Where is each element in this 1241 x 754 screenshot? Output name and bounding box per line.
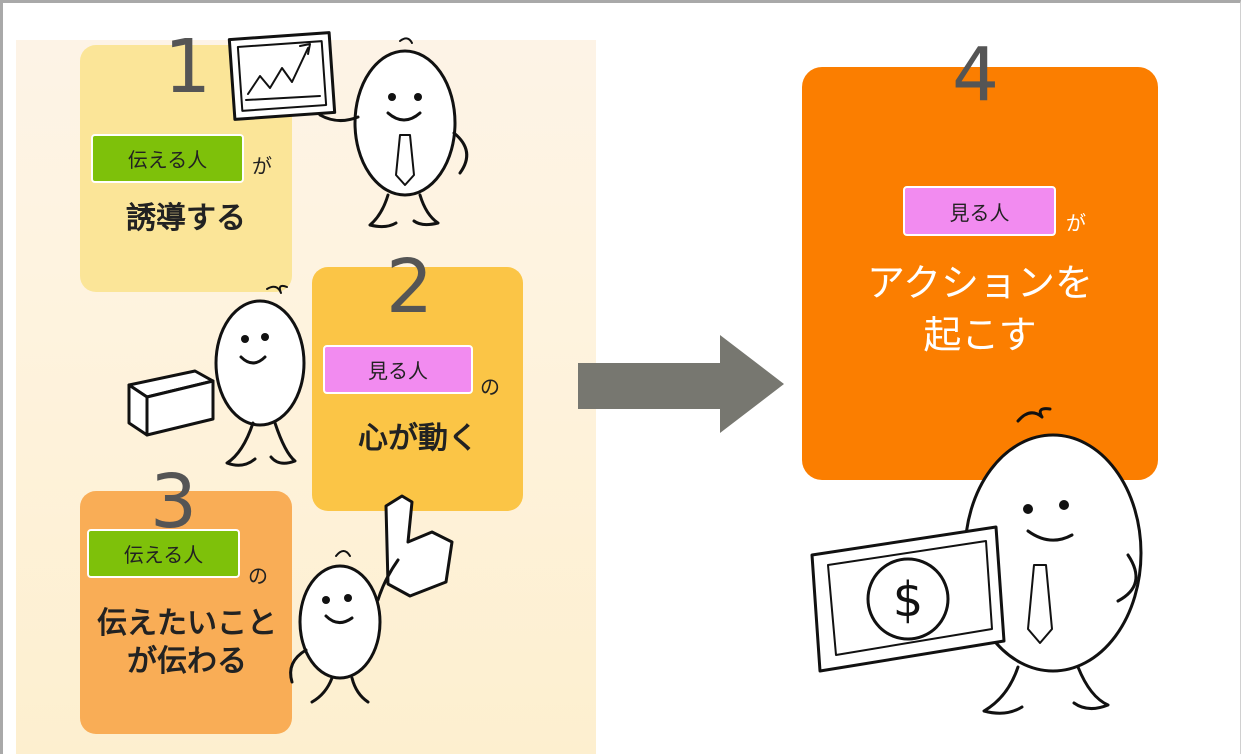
step-2-number: 2 <box>386 244 434 330</box>
step-1-text: 誘導する <box>126 201 246 236</box>
step-3-particle: の <box>248 564 268 588</box>
step-4-tag: 見る人 <box>903 186 1056 236</box>
step-3-number: 3 <box>150 459 198 545</box>
step-1-tag: 伝える人 <box>91 134 244 183</box>
dollar-bill-icon: $ <box>810 525 1006 673</box>
stick-figure-thumbs-up-icon <box>289 494 454 704</box>
step-4-number: 4 <box>952 32 1000 118</box>
svg-text:$: $ <box>893 572 924 628</box>
step-2-text: 心が動く <box>358 421 478 456</box>
stick-figure-pointing-icon <box>318 37 469 229</box>
step-2-particle: の <box>480 375 500 399</box>
step-3-text: 伝えたいこと が伝わる <box>97 606 277 679</box>
step-3-tag: 伝える人 <box>87 529 240 578</box>
step-2-tag: 見る人 <box>323 345 473 394</box>
stick-figure-dollar-bill-icon: $ <box>810 407 1143 715</box>
step-4-card <box>802 67 1158 480</box>
presentation-board-icon <box>227 31 337 121</box>
arrow-right-icon <box>578 335 784 433</box>
step-1-particle: が <box>252 154 272 178</box>
step-4-text-line1: アクションを <box>866 261 1094 305</box>
step-4-text-line2: 起こす <box>923 313 1037 357</box>
step-1-number: 1 <box>164 24 212 110</box>
step-4-particle: が <box>1066 211 1086 235</box>
stick-figure-box-icon <box>127 284 306 467</box>
